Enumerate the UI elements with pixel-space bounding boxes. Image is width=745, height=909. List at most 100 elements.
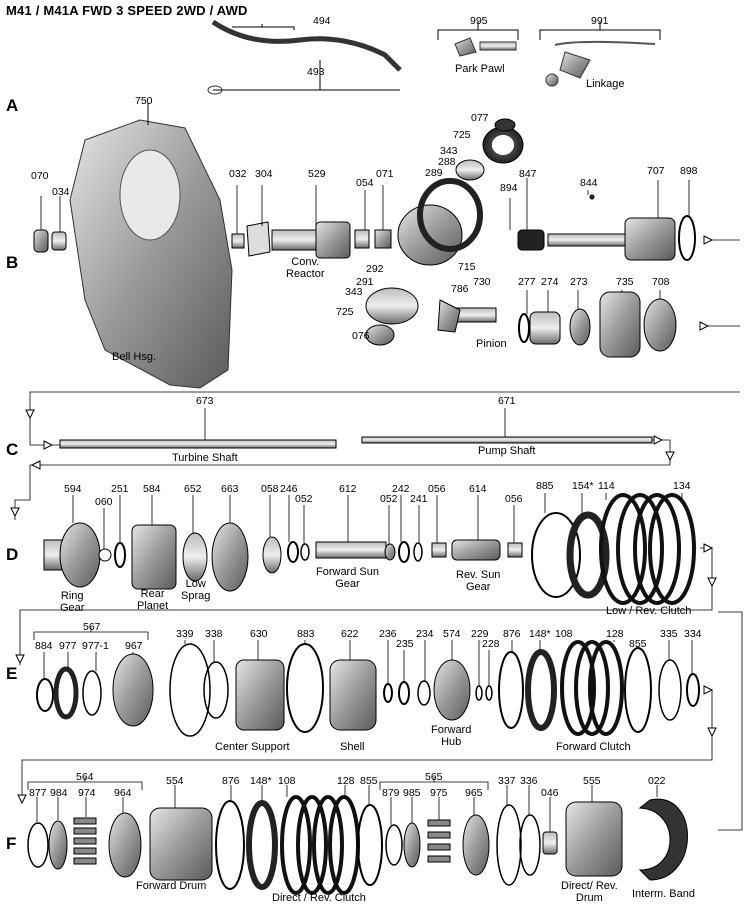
part-number: 708 bbox=[652, 276, 670, 288]
part-number: 114 bbox=[598, 480, 615, 492]
part-number: 054 bbox=[356, 177, 374, 189]
label-low-rev-clutch: Low / Rev. Clutch bbox=[606, 605, 692, 617]
label-forward-sun-gear: Forward Sun Gear bbox=[316, 566, 379, 590]
part-number: 879 bbox=[382, 787, 400, 799]
part-number: 735 bbox=[616, 276, 634, 288]
part-number: 236 bbox=[379, 628, 397, 640]
part-number: 652 bbox=[184, 483, 202, 495]
part-number: 555 bbox=[583, 775, 601, 787]
part-number: 071 bbox=[376, 168, 394, 180]
label-center-support: Center Support bbox=[215, 741, 290, 753]
part-number: 964 bbox=[114, 787, 132, 799]
part-number: 985 bbox=[403, 787, 421, 799]
part-number: 975 bbox=[430, 787, 448, 799]
part-number: 077 bbox=[471, 112, 489, 124]
part-number: 965 bbox=[465, 787, 483, 799]
label-interm-band: Interm. Band bbox=[632, 888, 695, 900]
part-number: 567 bbox=[83, 621, 101, 633]
part-number: 235 bbox=[396, 638, 414, 650]
part-number: 228 bbox=[482, 638, 500, 650]
part-number: 046 bbox=[541, 787, 559, 799]
part-number: 554 bbox=[166, 775, 184, 787]
part-number: 148* bbox=[250, 775, 272, 787]
label-direct-rev-clutch: Direct / Rev. Clutch bbox=[272, 892, 366, 904]
part-number: 273 bbox=[570, 276, 588, 288]
row-label-b: B bbox=[6, 253, 19, 272]
part-number: 594 bbox=[64, 483, 82, 495]
part-number: 134 bbox=[673, 480, 691, 492]
part-number: 898 bbox=[680, 165, 698, 177]
part-number: 060 bbox=[95, 496, 113, 508]
part-number: 673 bbox=[196, 395, 214, 407]
part-number: 336 bbox=[520, 775, 538, 787]
part-number: 022 bbox=[648, 775, 666, 787]
part-number: 277 bbox=[518, 276, 536, 288]
part-number: 529 bbox=[308, 168, 326, 180]
part-number: 894 bbox=[500, 182, 518, 194]
row-label-f: F bbox=[6, 834, 17, 853]
part-number: 725 bbox=[336, 306, 354, 318]
part-number: 335 bbox=[660, 628, 678, 640]
part-number: 493 bbox=[307, 66, 325, 78]
part-number: 034 bbox=[52, 186, 70, 198]
part-number: 715 bbox=[458, 261, 476, 273]
part-number: 876 bbox=[222, 775, 240, 787]
part-number: 338 bbox=[205, 628, 223, 640]
part-number: 750 bbox=[135, 95, 153, 107]
part-number: 855 bbox=[629, 638, 647, 650]
part-number: 288 bbox=[438, 156, 456, 168]
part-number: 584 bbox=[143, 483, 161, 495]
label-conv-reactor: Conv. Reactor bbox=[286, 256, 325, 280]
part-number: 612 bbox=[339, 483, 357, 495]
part-number: 977 bbox=[59, 640, 77, 652]
label-shell: Shell bbox=[340, 741, 365, 753]
part-number: 234 bbox=[416, 628, 434, 640]
part-number: 076 bbox=[352, 330, 370, 342]
label-turbine-shaft: Turbine Shaft bbox=[172, 452, 238, 464]
part-number: 056 bbox=[428, 483, 446, 495]
part-number: 730 bbox=[473, 276, 491, 288]
label-bell-housing: Bell Hsg. bbox=[112, 351, 157, 363]
part-number: 056 bbox=[505, 493, 523, 505]
part-number: 565 bbox=[425, 771, 443, 783]
label-linkage: Linkage bbox=[586, 78, 625, 90]
page-title: M41 / M41A FWD 3 SPEED 2WD / AWD bbox=[6, 3, 248, 18]
part-number: 343 bbox=[440, 145, 458, 157]
label-rear-planet: Rear Planet bbox=[137, 588, 169, 612]
part-number: 844 bbox=[580, 177, 598, 189]
part-number: 564 bbox=[76, 771, 94, 783]
label-forward-hub: Forward Hub bbox=[431, 724, 472, 748]
part-number: 725 bbox=[453, 129, 471, 141]
part-number: 663 bbox=[221, 483, 239, 495]
part-number: 786 bbox=[451, 283, 469, 295]
part-number: 885 bbox=[536, 480, 554, 492]
part-number: 148* bbox=[529, 628, 551, 640]
part-number: 032 bbox=[229, 168, 247, 180]
part-number: 291 bbox=[356, 276, 374, 288]
part-number: 292 bbox=[366, 263, 384, 275]
part-number: 877 bbox=[29, 787, 47, 799]
part-number: 991 bbox=[591, 15, 609, 27]
row-label-a: A bbox=[6, 96, 19, 115]
part-number: 274 bbox=[541, 276, 559, 288]
label-forward-clutch: Forward Clutch bbox=[556, 741, 631, 753]
part-number: 622 bbox=[341, 628, 359, 640]
part-number: 058 bbox=[261, 483, 279, 495]
part-number: 052 bbox=[380, 493, 398, 505]
part-number: 241 bbox=[410, 493, 428, 505]
part-number: 128 bbox=[606, 628, 624, 640]
part-number: 974 bbox=[78, 787, 96, 799]
part-number: 494 bbox=[313, 15, 331, 27]
label-pinion: Pinion bbox=[476, 338, 507, 350]
part-number: 251 bbox=[111, 483, 129, 495]
label-forward-drum: Forward Drum bbox=[136, 880, 207, 892]
part-number: 289 bbox=[425, 167, 443, 179]
part-number: 707 bbox=[647, 165, 665, 177]
part-number: 070 bbox=[31, 170, 49, 182]
part-number: 343 bbox=[345, 286, 363, 298]
part-number: 883 bbox=[297, 628, 315, 640]
label-ring-gear: Ring Gear bbox=[60, 590, 85, 614]
part-number: 995 bbox=[470, 15, 488, 27]
part-number: 108 bbox=[555, 628, 573, 640]
